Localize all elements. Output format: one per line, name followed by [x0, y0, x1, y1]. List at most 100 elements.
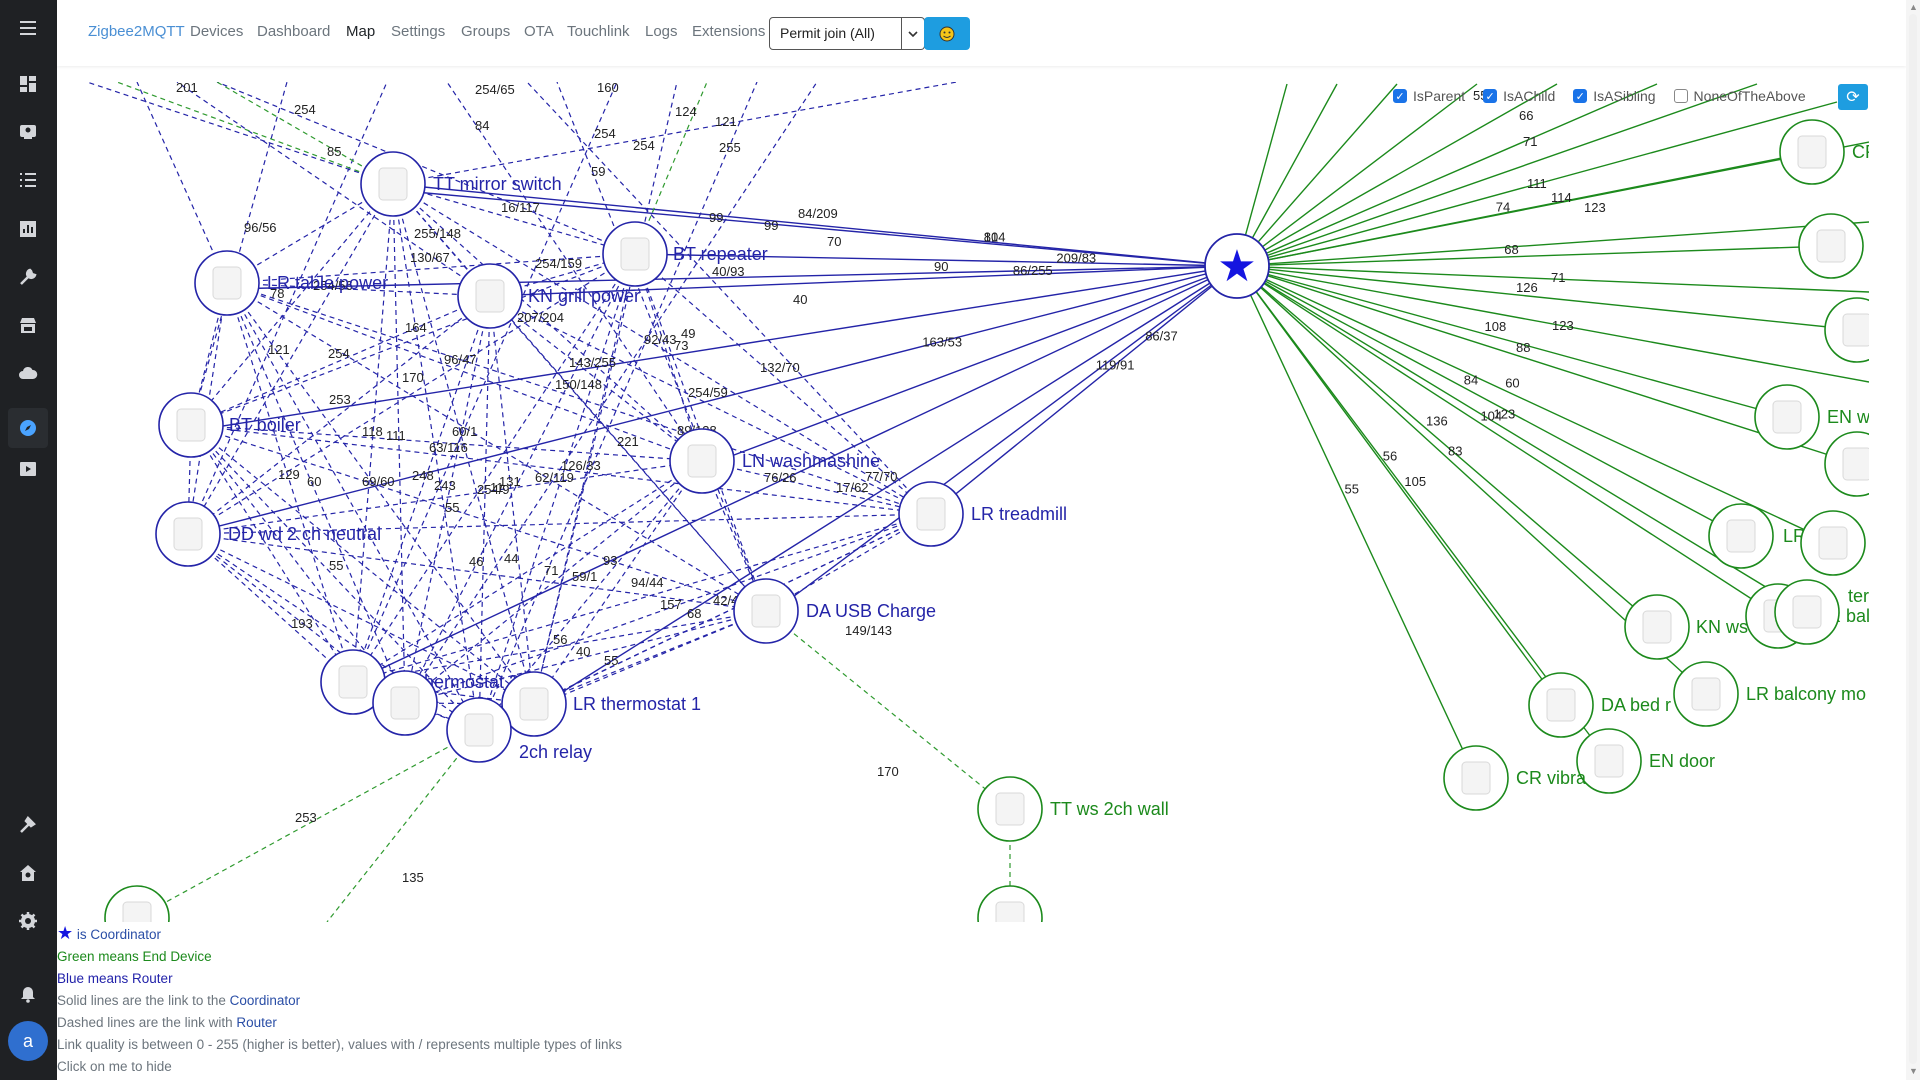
end-device-link — [1236, 83, 1338, 267]
end-device-node[interactable]: CR — [1779, 119, 1869, 185]
router-node[interactable]: LR treadmill — [898, 481, 1067, 547]
coordinator-node[interactable]: ★ — [1204, 233, 1270, 299]
router-node[interactable]: BT repeater — [602, 221, 768, 287]
router-node[interactable] — [372, 670, 438, 736]
end-device-node[interactable]: LR balcony mo — [1673, 661, 1866, 727]
router-link — [176, 82, 491, 297]
end-device-node[interactable]: ter — [1774, 579, 1869, 645]
end-device-node[interactable] — [1824, 297, 1869, 363]
router-link — [352, 253, 636, 683]
home-gear-icon[interactable] — [16, 861, 40, 885]
hacs-icon[interactable] — [16, 313, 40, 337]
node-circle[interactable] — [1204, 233, 1270, 299]
smiley-icon — [939, 26, 955, 41]
checkbox-icon[interactable]: ✓ — [1393, 89, 1407, 103]
checkbox-icon[interactable]: ✓ — [1483, 89, 1498, 103]
chart-icon[interactable] — [16, 217, 40, 241]
refresh-button[interactable]: ⟳ — [1838, 84, 1868, 110]
end-device-node[interactable]: s — [1800, 510, 1869, 576]
filter-noneoftheabove[interactable]: NoneOfTheAbove — [1673, 86, 1806, 106]
map-legend[interactable]: ★ is Coordinator Green means End Device … — [57, 922, 622, 1078]
router-link — [226, 282, 535, 705]
link-quality-label: 119/91 — [1096, 358, 1135, 373]
end-device-node[interactable]: EN w — [1754, 384, 1869, 450]
nav-touchlink[interactable]: Touchlink — [567, 23, 630, 40]
cloud-icon[interactable] — [16, 361, 40, 385]
checkbox-icon[interactable] — [1673, 89, 1688, 103]
nav-extensions[interactable]: Extensions — [692, 23, 766, 40]
link-quality-label: 131 — [499, 474, 521, 489]
nav-brand[interactable]: Zigbee2MQTT — [88, 23, 185, 40]
router-node[interactable]: BT boiler — [158, 392, 301, 458]
end-device-node[interactable]: LR — [1708, 503, 1806, 569]
media-icon[interactable] — [16, 457, 40, 481]
scroll-down-icon[interactable]: ▼ — [1909, 1066, 1918, 1076]
settings-icon[interactable] — [16, 909, 40, 933]
scroll-up-icon[interactable]: ▲ — [1909, 2, 1918, 12]
nav-settings[interactable]: Settings — [391, 23, 446, 40]
nav-dashboard[interactable]: Dashboard — [257, 23, 331, 40]
dashboard-icon[interactable] — [16, 72, 40, 96]
nav-devices[interactable]: Devices — [190, 23, 244, 40]
router-node[interactable]: TT mirror switch — [360, 151, 562, 217]
end-device-node[interactable] — [1798, 213, 1864, 279]
link-quality-label: 254 — [594, 126, 616, 141]
device-image-icon — [995, 901, 1025, 922]
permit-join-button[interactable] — [924, 17, 970, 50]
link-quality-label: 118 — [362, 424, 383, 439]
devices-icon[interactable] — [16, 120, 40, 144]
router-node[interactable]: 2ch relay — [446, 697, 592, 763]
bell-icon[interactable] — [16, 981, 40, 1005]
router-node[interactable]: LR table power — [194, 250, 388, 316]
end-device-link — [1236, 265, 1858, 331]
router-node[interactable]: LR thermostat 1 — [501, 671, 701, 737]
nav-logs[interactable]: Logs — [645, 23, 678, 40]
filter-isparent[interactable]: ✓IsParent — [1393, 86, 1465, 106]
router-link — [404, 513, 932, 704]
end-device-link — [1236, 265, 1658, 628]
end-device-node[interactable] — [104, 885, 170, 922]
wrench-icon[interactable] — [16, 265, 40, 289]
legend-hide[interactable]: Click on me to hide — [57, 1059, 172, 1074]
router-link — [392, 82, 958, 185]
link-quality-label: 254/9 — [477, 482, 510, 497]
legend-dashed-text: Dashed lines are the link with — [57, 1015, 237, 1030]
nav-groups[interactable]: Groups — [461, 23, 511, 40]
avatar[interactable]: a — [8, 1021, 48, 1061]
filter-label: IsASibling — [1593, 88, 1656, 104]
end-device-node[interactable]: DA bed r — [1528, 672, 1671, 738]
nav-map[interactable]: Map — [346, 23, 376, 40]
menu-icon[interactable] — [16, 16, 40, 40]
list-icon[interactable] — [16, 168, 40, 192]
hammer-icon[interactable] — [16, 813, 40, 837]
router-node[interactable]: DA USB Charge — [733, 578, 936, 644]
legend-blue: Blue means Router — [57, 971, 173, 986]
end-device-node[interactable]: EN door — [1576, 728, 1715, 794]
link-quality-label: 59/1 — [572, 569, 597, 584]
end-device-node[interactable] — [977, 885, 1043, 922]
filter-isachild[interactable]: ✓IsAChild — [1483, 86, 1555, 106]
end-device-node[interactable]: CR vibra — [1443, 745, 1587, 811]
router-node[interactable]: DD wd 2 ch neutral — [155, 501, 381, 567]
end-device-node[interactable]: TT ws 2ch wall — [977, 776, 1169, 842]
nav-ota[interactable]: OTA — [524, 23, 554, 40]
link-quality-label: 90 — [934, 259, 948, 274]
chevron-down-icon[interactable] — [901, 17, 925, 50]
router-link — [352, 82, 618, 683]
device-image-icon — [1642, 610, 1672, 644]
end-device-node[interactable] — [1824, 431, 1869, 497]
compass-icon[interactable] — [8, 408, 48, 448]
link-quality-label: 170 — [402, 370, 424, 385]
link-quality-label: 209/83 — [1056, 250, 1096, 265]
filter-isasibling[interactable]: ✓ IsASibling — [1573, 86, 1656, 106]
checkbox-icon[interactable]: ✓ — [1573, 89, 1588, 103]
link-quality-label: 254 — [328, 346, 350, 361]
end-device-node[interactable]: KN ws — [1624, 594, 1748, 660]
scrollbar[interactable]: ▲ ▼ — [1906, 0, 1920, 1080]
scrollbar-thumb[interactable] — [1909, 14, 1917, 1064]
link-quality-label: 157 — [660, 597, 682, 612]
router-node[interactable]: KN grill power — [457, 263, 640, 329]
router-node[interactable]: LN washmashine — [669, 428, 880, 494]
permit-join-select[interactable]: Permit join (All) — [769, 17, 902, 50]
